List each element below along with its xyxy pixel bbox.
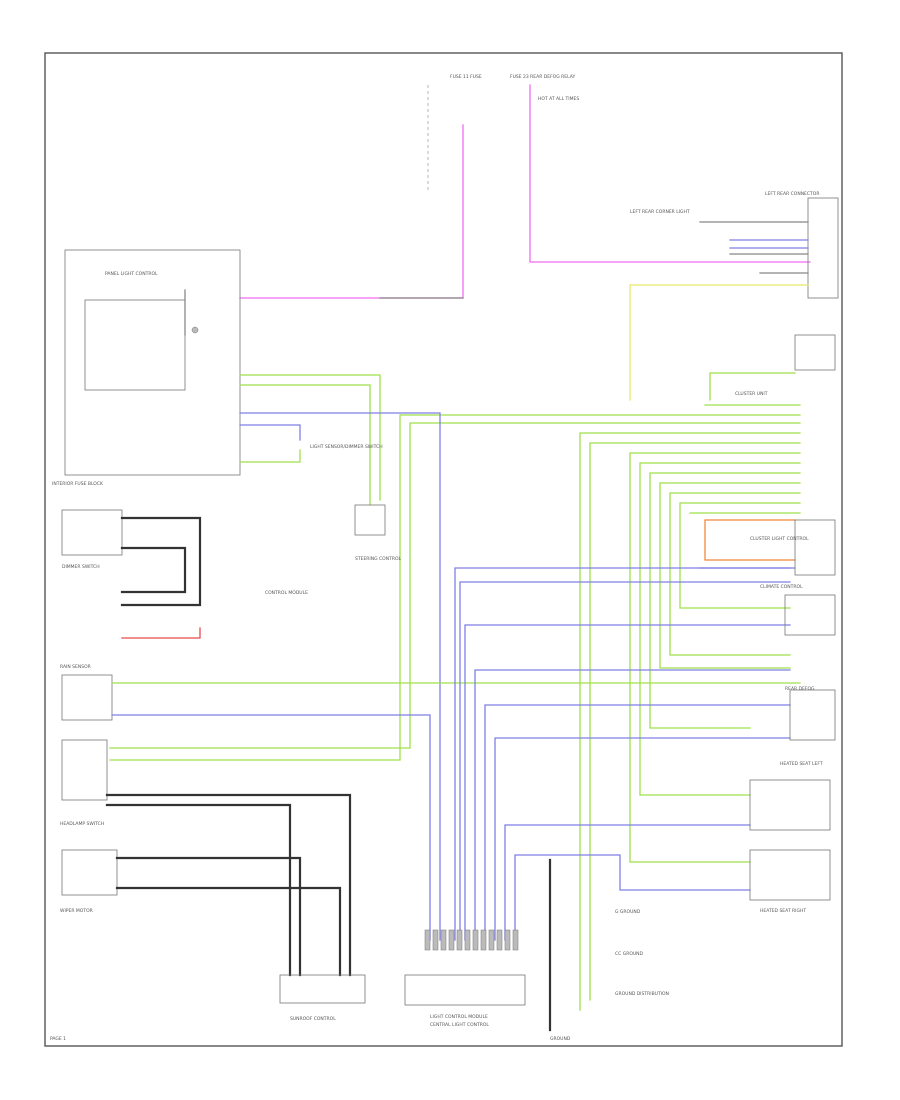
bus-green-8 bbox=[649, 472, 801, 729]
bus-green-3 bbox=[109, 422, 801, 749]
blue-bus-5 bbox=[484, 704, 791, 941]
dimmer-switch-label: DIMMER SWITCH bbox=[62, 564, 100, 570]
interior-fuse-block-label: INTERIOR FUSE BLOCK bbox=[52, 481, 104, 487]
headlamp-switch-label: HEADLAMP SWITCH bbox=[60, 821, 104, 827]
bus-green-4 bbox=[579, 432, 801, 1011]
pink-wire-a bbox=[239, 124, 464, 299]
blue-bus-8 bbox=[514, 854, 751, 941]
blue-wire-lm1 bbox=[239, 412, 441, 941]
light-sensor-switch-box bbox=[61, 509, 123, 556]
module-bottom-sub-label: CENTRAL LIGHT CONTROL bbox=[430, 1022, 489, 1028]
left-rear-cornering-label: LEFT REAR CORNER LIGHT bbox=[630, 209, 690, 215]
steering-control-label: STEERING CONTROL bbox=[355, 556, 401, 562]
blue-bus-3 bbox=[464, 624, 791, 941]
blue-bus-4 bbox=[474, 669, 791, 941]
orange-wire bbox=[704, 519, 796, 561]
blue-wire-lm2 bbox=[239, 424, 301, 441]
cluster-light-control-label: CLUSTER LIGHT CONTROL bbox=[750, 536, 809, 542]
black-wire-sw1 bbox=[120, 516, 202, 607]
rain-sensor-label: RAIN SENSOR bbox=[60, 664, 91, 670]
black-wire-wp2 bbox=[115, 886, 342, 977]
blue-bus-2 bbox=[459, 581, 791, 941]
page-ref-label: PAGE 1 bbox=[50, 1036, 66, 1042]
fuse-top-left-label: FUSE 11 FUSE bbox=[450, 74, 482, 80]
sensor-connector bbox=[354, 504, 386, 536]
light-sensor-label: LIGHT SENSOR/DIMMER SWITCH bbox=[310, 444, 383, 450]
sunroof-control-box bbox=[279, 974, 366, 1004]
blue-bus-7 bbox=[504, 824, 751, 941]
cluster-unit-label: CLUSTER UNIT bbox=[735, 391, 768, 397]
left-rear-connector-label: LEFT REAR CONNECTOR bbox=[765, 191, 819, 197]
black-wire-wp1 bbox=[115, 856, 302, 977]
blue-wire-rain bbox=[111, 714, 431, 941]
blue-bus-1 bbox=[454, 567, 791, 941]
diagram-frame bbox=[44, 52, 843, 1047]
climate-control-box bbox=[784, 594, 836, 636]
hot-at-all-times-label: HOT AT ALL TIMES bbox=[538, 96, 579, 102]
green-wire-lm3 bbox=[239, 449, 301, 463]
light-control-module-box bbox=[404, 974, 526, 1006]
green-wire-cluster bbox=[709, 372, 796, 401]
pink-wire-b bbox=[529, 84, 811, 263]
green-wire-lm1 bbox=[239, 374, 381, 501]
bus-green-11 bbox=[679, 502, 801, 609]
g-ground-label: G GROUND bbox=[615, 909, 641, 915]
bottom-center-label: GROUND bbox=[550, 1036, 571, 1042]
blue-bus-6 bbox=[494, 737, 791, 941]
bus-green-5 bbox=[589, 442, 801, 1001]
yellow-wire-top bbox=[629, 284, 809, 401]
heated-seat-left-label: HEATED SEAT LEFT bbox=[780, 761, 823, 767]
headlamp-switch-box bbox=[61, 739, 108, 801]
wiper-motor-box bbox=[61, 849, 118, 896]
fuse-top-right-label: FUSE 23 REAR DEFOG RELAY bbox=[510, 74, 575, 80]
ground-dist-label: GROUND DISTRIBUTION bbox=[615, 991, 669, 997]
left-rear-connector-box bbox=[807, 197, 839, 299]
rain-sensor-box bbox=[61, 674, 113, 721]
wiper-motor-label: WIPER MOTOR bbox=[60, 908, 93, 914]
module-pins bbox=[424, 929, 519, 951]
cc-ground-label: CC GROUND bbox=[615, 951, 644, 957]
black-wire-sw2 bbox=[120, 546, 187, 594]
black-wire-hl1 bbox=[105, 793, 352, 977]
red-wire bbox=[121, 627, 201, 639]
cluster-unit-box bbox=[794, 334, 836, 371]
black-wire-hl2 bbox=[105, 803, 292, 977]
module-bottom-label: LIGHT CONTROL MODULE bbox=[430, 1014, 488, 1020]
green-wire-lm2 bbox=[239, 384, 371, 506]
bus-green-7 bbox=[639, 462, 801, 796]
interior-fuse-block-box bbox=[64, 249, 241, 476]
climate-control-label: CLIMATE CONTROL bbox=[760, 584, 803, 590]
bus-green-9 bbox=[659, 482, 801, 669]
rear-defog-box bbox=[789, 689, 836, 741]
heated-seat-right-label: HEATED SEAT RIGHT bbox=[760, 908, 806, 914]
heated-seat-right-box bbox=[749, 849, 831, 901]
bus-green-10 bbox=[669, 492, 801, 656]
switch-contact bbox=[191, 326, 199, 334]
bus-green-6 bbox=[629, 452, 801, 863]
bus-green-2 bbox=[109, 414, 801, 761]
dimmer-switch-box bbox=[84, 299, 186, 391]
control-module-label: CONTROL MODULE bbox=[265, 590, 308, 596]
panel-light-control-label: PANEL LIGHT CONTROL bbox=[105, 271, 158, 277]
cluster-light-control-box bbox=[794, 519, 836, 576]
rear-defog-label: REAR DEFOG bbox=[785, 686, 815, 692]
heated-seat-left-box bbox=[749, 779, 831, 831]
sunroof-control-label: SUNROOF CONTROL bbox=[290, 1016, 336, 1022]
